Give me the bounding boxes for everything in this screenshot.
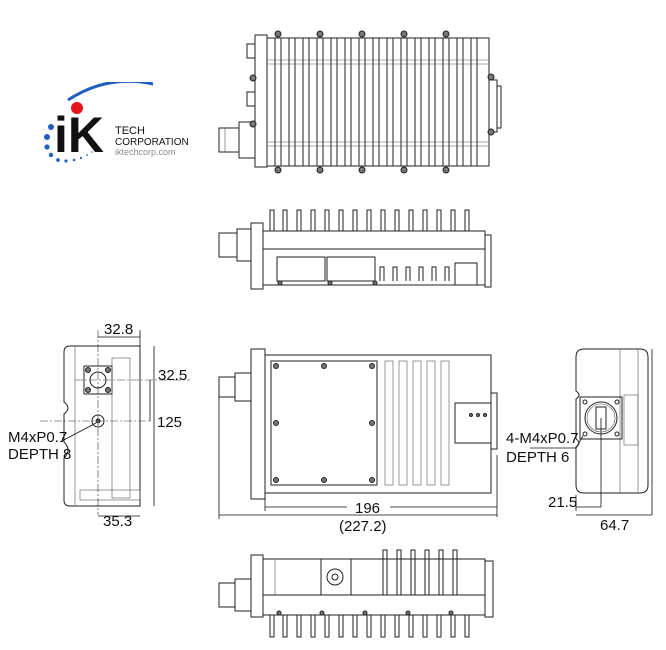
connector-icon	[218, 232, 238, 258]
logo-line1: TECH	[115, 125, 145, 137]
mounting-boss-icon	[326, 568, 344, 586]
dim-35-3: 35.3	[103, 513, 132, 530]
logo-url: iktechcorp.com	[115, 147, 176, 157]
dim-32-5: 32.5	[158, 367, 187, 384]
callout-4-m4-line1: 4-M4xP0.7	[506, 430, 579, 447]
side-view-lower-drawing	[215, 545, 505, 645]
dim-21-5: 21.5	[548, 494, 577, 511]
connector-icon	[218, 376, 236, 398]
front-view-drawing: 196 (227.2)	[215, 335, 505, 535]
callout-m4-line2: DEPTH 8	[8, 446, 71, 463]
dim-125: 125	[157, 414, 182, 431]
left-end-view-drawing: 32.8 32.5 125 35.3 M4xP0.7 DEPTH 8	[0, 310, 215, 535]
dim-227-2: (227.2)	[339, 518, 387, 535]
dim-64-7: 64.7	[600, 517, 629, 534]
lower-fins	[269, 615, 470, 638]
upper-fins	[269, 209, 470, 231]
connector-icon	[218, 582, 236, 608]
top-view-drawing	[215, 20, 505, 180]
company-logo: iK TECH CORPORATION iktechcorp.com	[28, 82, 218, 167]
right-end-view-drawing: 4-M4xP0.7 DEPTH 6 21.5 64.7	[500, 335, 666, 535]
logo-mark: iK	[54, 107, 104, 163]
logo-red-dot	[71, 102, 83, 114]
cover-plate	[270, 360, 378, 486]
screw-icons	[249, 30, 495, 174]
dim-32-8: 32.8	[104, 321, 133, 338]
heatsink-fins	[267, 38, 489, 166]
side-view-upper-drawing	[215, 205, 505, 295]
callout-m4-line1: M4xP0.7	[8, 429, 67, 446]
callout-4-m4-line2: DEPTH 6	[506, 449, 569, 466]
internal-fins	[384, 360, 450, 486]
dim-196: 196	[355, 500, 380, 517]
connector-icon	[218, 127, 240, 153]
logo-line2: CORPORATION	[115, 137, 189, 148]
logo-graphic: iK TECH CORPORATION iktechcorp.com	[44, 82, 189, 163]
